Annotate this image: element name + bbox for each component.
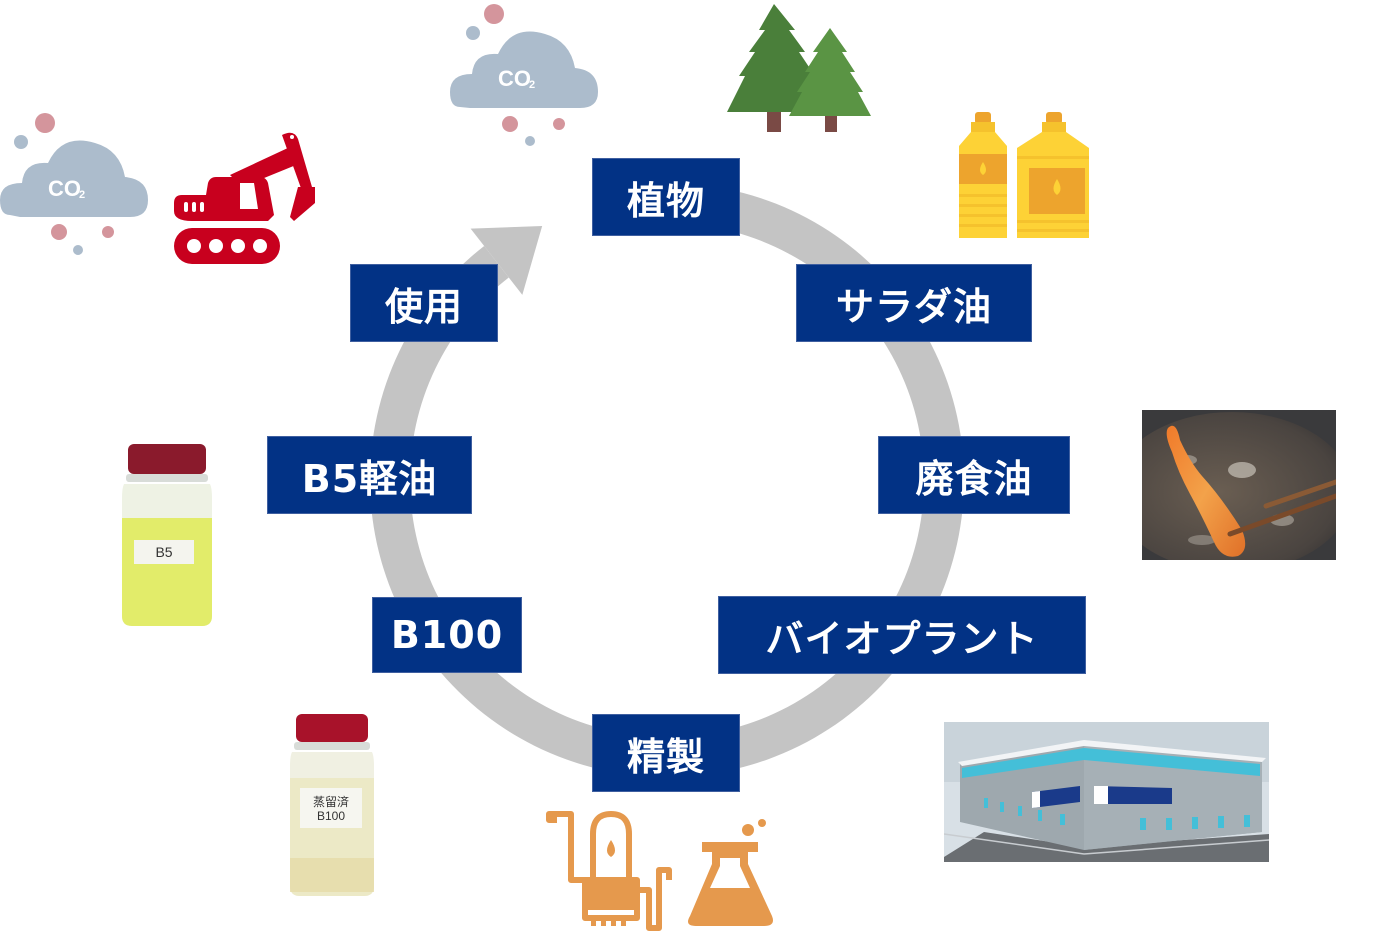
stage-b100: B100 [372, 597, 522, 673]
co2-subscript: 2 [529, 79, 535, 91]
trees-icon [727, 4, 871, 132]
cycle-arrowhead-icon [470, 226, 543, 295]
stage-bio-plant: バイオプラント [718, 596, 1086, 674]
stage-label: B5軽油 [301, 456, 438, 501]
stage-label: 精製 [626, 734, 705, 779]
b5-bottle-photo: B5 [118, 440, 216, 630]
bio-plant-building-photo [944, 722, 1269, 862]
stage-salad-oil: サラダ油 [796, 264, 1032, 342]
stage-label: B100 [390, 613, 504, 657]
stage-b5-diesel: B5軽油 [267, 436, 472, 514]
tempura-frying-photo [1142, 410, 1336, 560]
co2-text: CO [498, 66, 531, 91]
stage-label: 使用 [384, 284, 463, 329]
stage-plant: 植物 [592, 158, 740, 236]
stage-label: バイオプラント [765, 616, 1039, 661]
b5-bottle-label: B5 [155, 544, 172, 560]
distillation-apparatus-icon [546, 811, 672, 931]
stage-refine: 精製 [592, 714, 740, 792]
stage-use: 使用 [350, 264, 498, 342]
b100-bottle-label-line2: B100 [317, 809, 345, 823]
b100-bottle-photo: 蒸留済 B100 [286, 710, 378, 898]
stage-label: サラダ油 [835, 284, 992, 329]
co2-cloud-icon: CO 2 [0, 113, 148, 255]
oil-bottles-icon [959, 112, 1089, 238]
b100-bottle-label-line1: 蒸留済 [313, 794, 349, 809]
stage-label: 植物 [626, 178, 705, 223]
co2-text: CO [48, 176, 81, 201]
flask-icon [688, 819, 773, 926]
stage-label: 廃食油 [915, 456, 1033, 501]
co2-subscript: 2 [79, 189, 85, 201]
stage-waste-oil: 廃食油 [878, 436, 1070, 514]
excavator-icon [174, 132, 315, 264]
co2-cloud-icon: CO 2 [450, 4, 598, 146]
